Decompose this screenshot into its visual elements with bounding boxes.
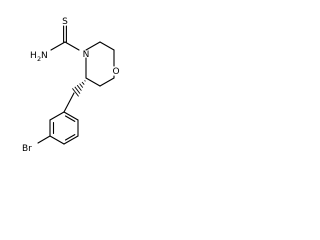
c-br-bond	[37, 135, 51, 144]
chemical-structure: S H 2 N N O Br	[22, 17, 120, 154]
thioamide-group: S H 2 N	[30, 17, 80, 63]
aryl-bond-6	[63, 111, 79, 121]
aryl-bond-3	[49, 135, 65, 145]
bromophenyl-ring: Br	[22, 111, 79, 154]
aryl-bond-4	[63, 135, 79, 145]
ring-n-label: N	[83, 50, 90, 60]
sulfur-label: S	[62, 17, 68, 27]
aryl-inner-bond-2	[64, 134, 76, 141]
aryl-inner-bond-3	[64, 115, 76, 122]
hash-line-3	[79, 83, 84, 88]
c-c-ring-bond-2	[99, 77, 115, 87]
bromine-label: Br	[22, 144, 32, 154]
hash-line-5	[74, 86, 81, 94]
c-nh2-bond	[50, 41, 66, 51]
amine-h-count-label: 2	[37, 55, 41, 63]
c-c-ring-bond-3	[85, 77, 101, 87]
amine-h-label: H	[30, 51, 37, 61]
hash-line-4	[76, 84, 82, 91]
c-n-ring-bond	[64, 41, 80, 51]
aryl-bond-1	[49, 111, 65, 121]
n-c-ring-bond-1	[85, 41, 101, 51]
ring-o-label: O	[112, 67, 119, 77]
hash-line-6	[72, 88, 79, 97]
morpholine-ring: N O	[83, 41, 120, 87]
ch2-aryl-bond	[63, 92, 75, 113]
stereo-hashed-wedge	[72, 80, 86, 97]
hash-line-1	[84, 80, 86, 82]
hash-line-2	[81, 81, 85, 85]
c-c-ring-bond-1	[99, 41, 115, 51]
amine-n-label: N	[41, 51, 48, 61]
